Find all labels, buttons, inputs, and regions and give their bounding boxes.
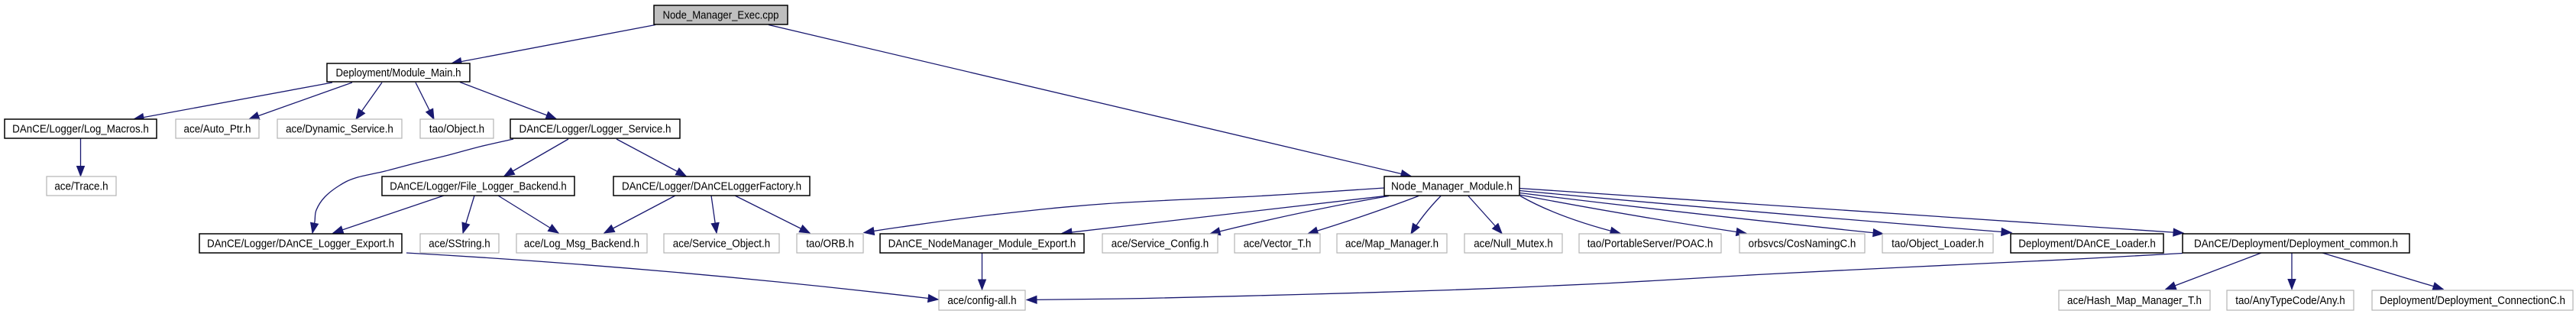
svg-text:Deployment/Deployment_Connecti: Deployment/Deployment_ConnectionC.h <box>2380 294 2565 307</box>
svg-text:ace/config-all.h: ace/config-all.h <box>947 294 1016 307</box>
svg-text:DAnCE/Logger/Log_Macros.h: DAnCE/Logger/Log_Macros.h <box>12 123 149 136</box>
svg-text:ace/Hash_Map_Manager_T.h: ace/Hash_Map_Manager_T.h <box>2067 294 2202 307</box>
svg-text:tao/AnyTypeCode/Any.h: tao/AnyTypeCode/Any.h <box>2235 294 2345 307</box>
svg-text:tao/ORB.h: tao/ORB.h <box>806 238 854 251</box>
svg-text:ace/Auto_Ptr.h: ace/Auto_Ptr.h <box>184 123 251 136</box>
svg-text:tao/Object_Loader.h: tao/Object_Loader.h <box>1892 238 1984 251</box>
svg-text:DAnCE/Logger/File_Logger_Backe: DAnCE/Logger/File_Logger_Backend.h <box>390 180 567 193</box>
svg-text:ace/Map_Manager.h: ace/Map_Manager.h <box>1345 238 1438 251</box>
svg-text:DAnCE/Logger/DAnCE_Logger_Expo: DAnCE/Logger/DAnCE_Logger_Export.h <box>207 238 394 251</box>
svg-text:ace/SString.h: ace/SString.h <box>429 238 490 251</box>
svg-text:Node_Manager_Exec.cpp: Node_Manager_Exec.cpp <box>663 9 779 22</box>
svg-text:ace/Null_Mutex.h: ace/Null_Mutex.h <box>1474 238 1553 251</box>
svg-text:Deployment/DAnCE_Loader.h: Deployment/DAnCE_Loader.h <box>2018 238 2156 251</box>
svg-text:ace/Service_Config.h: ace/Service_Config.h <box>1112 238 1209 251</box>
svg-text:DAnCE_NodeManager_Module_Expor: DAnCE_NodeManager_Module_Export.h <box>888 238 1076 251</box>
svg-text:Node_Manager_Module.h: Node_Manager_Module.h <box>1391 180 1513 193</box>
svg-text:orbsvcs/CosNamingC.h: orbsvcs/CosNamingC.h <box>1749 238 1856 251</box>
svg-text:DAnCE/Logger/Logger_Service.h: DAnCE/Logger/Logger_Service.h <box>519 123 672 136</box>
svg-text:ace/Dynamic_Service.h: ace/Dynamic_Service.h <box>286 123 393 136</box>
svg-text:DAnCE/Logger/DAnCELoggerFactor: DAnCE/Logger/DAnCELoggerFactory.h <box>622 180 801 193</box>
svg-text:ace/Trace.h: ace/Trace.h <box>54 180 108 193</box>
svg-text:ace/Vector_T.h: ace/Vector_T.h <box>1244 238 1312 251</box>
svg-text:ace/Service_Object.h: ace/Service_Object.h <box>673 238 770 251</box>
svg-text:DAnCE/Deployment/Deployment_co: DAnCE/Deployment/Deployment_common.h <box>2194 238 2398 251</box>
svg-text:Deployment/Module_Main.h: Deployment/Module_Main.h <box>336 66 461 79</box>
svg-text:tao/PortableServer/POAC.h: tao/PortableServer/POAC.h <box>1587 238 1714 251</box>
svg-text:ace/Log_Msg_Backend.h: ace/Log_Msg_Backend.h <box>524 238 639 251</box>
svg-text:tao/Object.h: tao/Object.h <box>429 123 484 136</box>
